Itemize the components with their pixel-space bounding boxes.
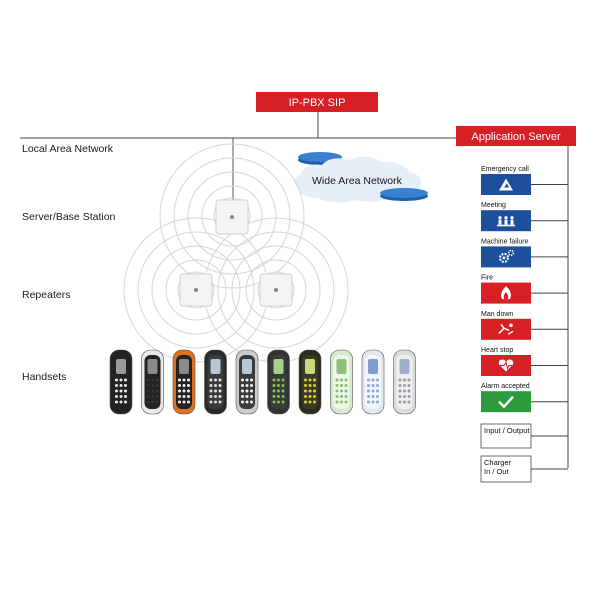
gears-icon xyxy=(499,249,515,263)
application-item: Fire xyxy=(481,275,568,304)
app-server-label: Application Server xyxy=(471,131,561,143)
application-item-label: Meeting xyxy=(481,202,506,209)
application-item-label: Machine failure xyxy=(481,238,529,245)
application-item-label: Heart stop xyxy=(481,347,513,354)
application-item: Machine failure xyxy=(481,238,568,268)
app-server-box: Application Server xyxy=(456,126,576,146)
pbx-label: IP-PBX SIP xyxy=(289,97,346,109)
base-station-device xyxy=(215,199,249,235)
base-station-row-label: Server/Base Station xyxy=(22,211,116,223)
application-item: Man down xyxy=(481,311,568,340)
handsets-row-label: Handsets xyxy=(22,371,66,383)
wan-label: Wide Area Network xyxy=(312,175,403,187)
repeaters-row-label: Repeaters xyxy=(22,289,70,301)
application-item-label: Alarm accepted xyxy=(481,383,530,390)
warning-triangle-icon xyxy=(499,178,513,191)
fire-icon xyxy=(501,286,511,300)
io-box-label: Charger xyxy=(484,458,512,467)
man-down-icon xyxy=(498,323,514,335)
application-item: Emergency call xyxy=(481,166,568,195)
checkmark-icon xyxy=(498,395,514,409)
application-item-label: Man down xyxy=(481,311,513,318)
repeater-device-left xyxy=(179,273,213,307)
handsets-group xyxy=(109,349,416,415)
io-box: Input / Output xyxy=(480,423,568,449)
application-item-label: Emergency call xyxy=(481,166,529,173)
repeater-device-right xyxy=(259,273,293,307)
application-item: Heart stop xyxy=(481,347,568,376)
meeting-people-icon xyxy=(497,216,515,227)
wan-cloud: Wide Area Network xyxy=(294,152,428,203)
handset-device xyxy=(235,349,259,415)
io-box-label: Input / Output xyxy=(484,426,530,435)
handset-device xyxy=(393,349,416,415)
handset-device xyxy=(172,349,196,415)
lan-row-label: Local Area Network xyxy=(22,143,114,155)
handset-device xyxy=(267,349,290,415)
io-box-label: In / Out xyxy=(484,467,510,476)
heart-icon xyxy=(498,359,514,372)
handset-device xyxy=(109,349,133,415)
handset-device xyxy=(204,349,227,415)
handset-device xyxy=(330,349,353,415)
handset-device xyxy=(141,349,164,415)
application-item: Alarm accepted xyxy=(481,383,568,413)
application-item: Meeting xyxy=(481,202,568,232)
pbx-box: IP-PBX SIP xyxy=(256,92,378,112)
application-item-label: Fire xyxy=(481,275,493,282)
handset-device xyxy=(298,349,322,415)
handset-device xyxy=(361,349,385,415)
